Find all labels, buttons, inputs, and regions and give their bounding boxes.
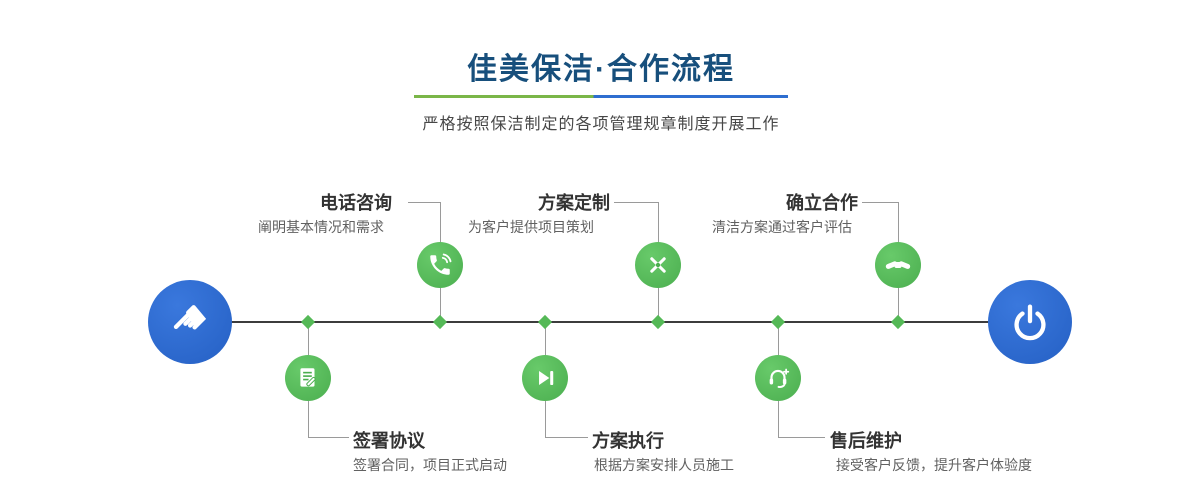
diamond-marker: [770, 314, 786, 330]
connector-line: [308, 323, 309, 355]
step-node-phone-consult: [417, 242, 463, 288]
diamond-marker: [890, 314, 906, 330]
contract-icon: [295, 365, 321, 391]
page-subtitle: 严格按照保洁制定的各项管理规章制度开展工作: [422, 116, 780, 133]
step-title-after-sales: 售后维护: [830, 431, 902, 451]
step-desc-plan-execute: 根据方案安排人员施工: [594, 457, 734, 473]
execute-icon: [532, 365, 558, 391]
timeline-end-node: [988, 280, 1072, 364]
connector-line: [545, 323, 546, 355]
connector-line: [862, 202, 899, 243]
connector-line: [778, 323, 779, 355]
step-title-phone-consult: 电话咨询: [320, 193, 392, 213]
step-title-establish-coop: 确立合作: [786, 193, 858, 213]
step-desc-phone-consult: 阐明基本情况和需求: [258, 219, 384, 235]
handshake-icon: [885, 252, 911, 278]
connector-line: [440, 288, 441, 321]
diamond-marker: [300, 314, 316, 330]
design-tools-icon: [645, 252, 671, 278]
title-underline: [414, 95, 788, 98]
step-title-plan-custom: 方案定制: [538, 193, 610, 213]
support-icon: [765, 365, 791, 391]
timeline-start-node: ☚: [148, 280, 232, 364]
step-desc-plan-custom: 为客户提供项目策划: [468, 219, 594, 235]
step-node-sign-agreement: [285, 355, 331, 401]
timeline-line: [190, 321, 1030, 323]
step-desc-after-sales: 接受客户反馈，提升客户体验度: [836, 457, 1032, 473]
step-node-plan-custom: [635, 242, 681, 288]
page-title: 佳美保洁·合作流程: [467, 53, 735, 86]
connector-line: [545, 401, 588, 438]
power-icon: [1007, 299, 1053, 345]
step-title-plan-execute: 方案执行: [592, 431, 664, 451]
step-node-establish-coop: [875, 242, 921, 288]
connector-line: [778, 401, 825, 438]
pointing-hand-icon: ☚: [159, 291, 221, 353]
connector-line: [898, 288, 899, 321]
step-desc-establish-coop: 清洁方案通过客户评估: [712, 219, 852, 235]
connector-line: [658, 288, 659, 321]
step-desc-sign-agreement: 签署合同，项目正式启动: [353, 457, 507, 473]
connector-line: [408, 202, 441, 243]
diamond-marker: [432, 314, 448, 330]
connector-line: [308, 401, 349, 438]
connector-line: [614, 202, 659, 243]
step-title-sign-agreement: 签署协议: [353, 431, 425, 451]
diamond-marker: [650, 314, 666, 330]
phone-icon: [427, 252, 453, 278]
diamond-marker: [537, 314, 553, 330]
step-node-plan-execute: [522, 355, 568, 401]
step-node-after-sales: [755, 355, 801, 401]
